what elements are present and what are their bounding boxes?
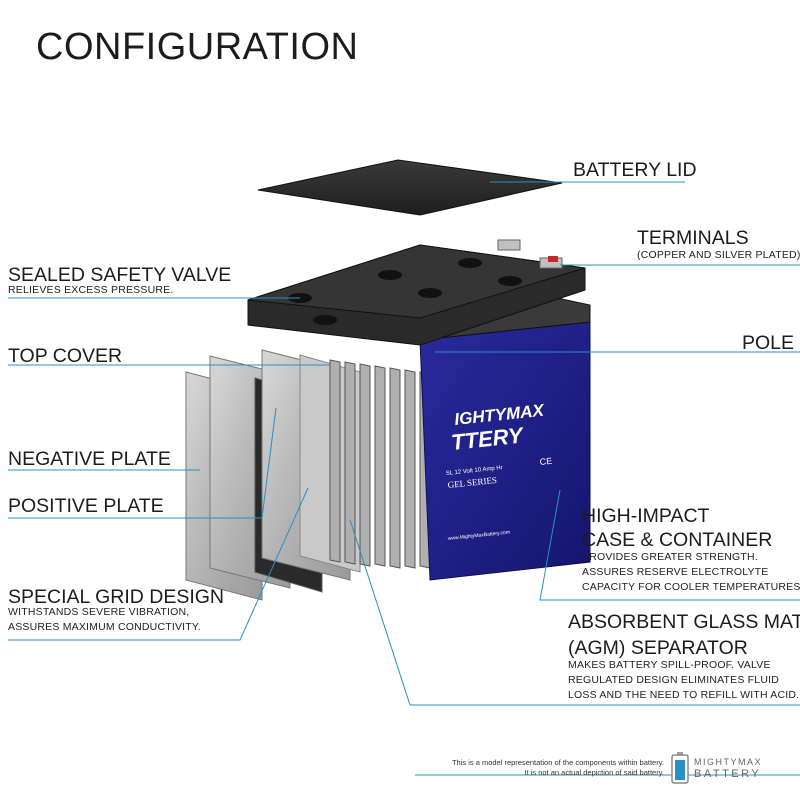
leader-grid: [8, 487, 309, 641]
label-case-sub2: ASSURES RESERVE ELECTROLYTE: [582, 566, 769, 578]
leader-positive-plate: [8, 407, 277, 519]
label-case-sub1: PROVIDES GREATER STRENGTH.: [582, 551, 758, 563]
page-title: CONFIGURATION: [36, 26, 359, 68]
label-safety-valve: SEALED SAFETY VALVE: [8, 264, 232, 286]
leader-agm: [349, 519, 800, 706]
battery-logo-icon: [670, 752, 690, 784]
top-cover: [247, 239, 586, 346]
label-grid: SPECIAL GRID DESIGN: [8, 586, 224, 608]
label-agm-sub1: MAKES BATTERY SPILL-PROOF. VALVE: [568, 659, 771, 671]
leader-lines: [8, 181, 800, 776]
battery-lid: [257, 159, 563, 216]
battery-case: [419, 321, 591, 581]
label-terminals: TERMINALS: [637, 227, 749, 249]
plate-stack: [185, 349, 431, 601]
label-agm-sub3: LOSS AND THE NEED TO REFILL WITH ACID.: [568, 689, 800, 701]
label-terminals-sub: (COPPER AND SILVER PLATED): [637, 249, 800, 261]
footer-note-line1: This is a model representation of the co…: [451, 758, 664, 767]
model-text: SL 12 Volt 10 Amp Hr: [446, 465, 503, 477]
footer-note-line2: It is not an actual depiction of said ba…: [524, 768, 664, 777]
label-grid-sub1: WITHSTANDS SEVERE VIBRATION,: [8, 606, 190, 618]
label-battery-lid: BATTERY LID: [573, 159, 697, 181]
label-case-line2: CASE & CONTAINER: [582, 529, 773, 551]
label-pole: POLE: [742, 332, 795, 354]
label-positive-plate: POSITIVE PLATE: [8, 495, 164, 517]
svg-text:CE: CE: [539, 456, 552, 467]
label-agm-sub2: REGULATED DESIGN ELIMINATES FLUID: [568, 674, 779, 686]
logo-line2: BATTERY: [694, 768, 762, 780]
label-agm-line2: (AGM) SEPARATOR: [568, 637, 748, 659]
label-grid-sub2: ASSURES MAXIMUM CONDUCTIVITY.: [8, 621, 201, 633]
label-agm-line1: ABSORBENT GLASS MAT: [568, 611, 800, 633]
label-case-line1: HIGH-IMPACT: [582, 505, 710, 527]
leader-case: [539, 489, 800, 601]
logo-line1: MIGHTYMAX: [694, 757, 763, 767]
label-safety-valve-sub: RELIEVES EXCESS PRESSURE.: [8, 284, 174, 296]
label-top-cover: TOP COVER: [8, 345, 123, 367]
label-case-sub3: CAPACITY FOR COOLER TEMPERATURES.: [582, 581, 800, 593]
label-negative-plate: NEGATIVE PLATE: [8, 448, 171, 470]
